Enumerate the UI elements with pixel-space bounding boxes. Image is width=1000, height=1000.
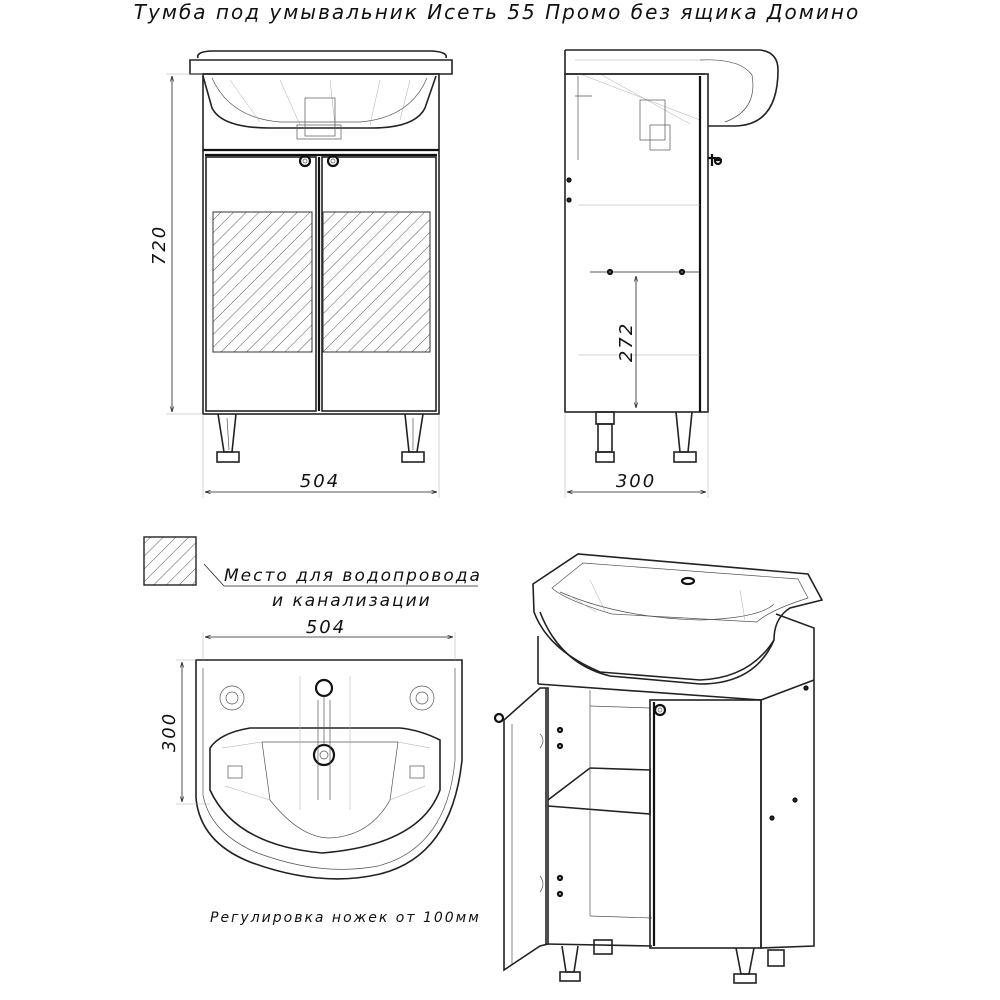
legend-hatch-swatch <box>143 536 197 586</box>
iso-left-door-handle-icon <box>493 712 505 724</box>
top-depth-label: 300 <box>159 712 180 752</box>
legend-line1: Место для водопровода <box>224 566 482 586</box>
isometric-view <box>493 553 824 984</box>
front-view: 720 504 <box>149 50 453 498</box>
front-right-handle-icon <box>326 154 340 168</box>
plumbing-zone-left <box>212 211 313 353</box>
drawing-title: Тумба под умывальник Исеть 55 Промо без … <box>134 0 860 24</box>
top-width-label: 504 <box>306 617 346 638</box>
side-shelf-height-label: 272 <box>616 322 637 362</box>
top-view: 504 300 <box>159 617 463 880</box>
iso-faucet-hole-icon <box>680 576 696 586</box>
top-faucet-hole-icon <box>314 678 334 698</box>
legend-line2: и канализации <box>272 591 432 611</box>
top-drain-icon <box>312 743 336 767</box>
legend: Место для водопровода и канализации <box>143 536 482 611</box>
legs-adjustment-note: Регулировка ножек от 100мм <box>210 910 481 926</box>
front-height-label: 720 <box>149 225 170 265</box>
side-view: 272 300 <box>564 49 779 498</box>
front-width-label: 504 <box>300 471 340 492</box>
side-depth-label: 300 <box>616 471 656 492</box>
front-left-handle-icon <box>298 154 312 168</box>
iso-right-door-handle-icon <box>653 703 667 717</box>
plumbing-zone-right <box>322 211 431 353</box>
